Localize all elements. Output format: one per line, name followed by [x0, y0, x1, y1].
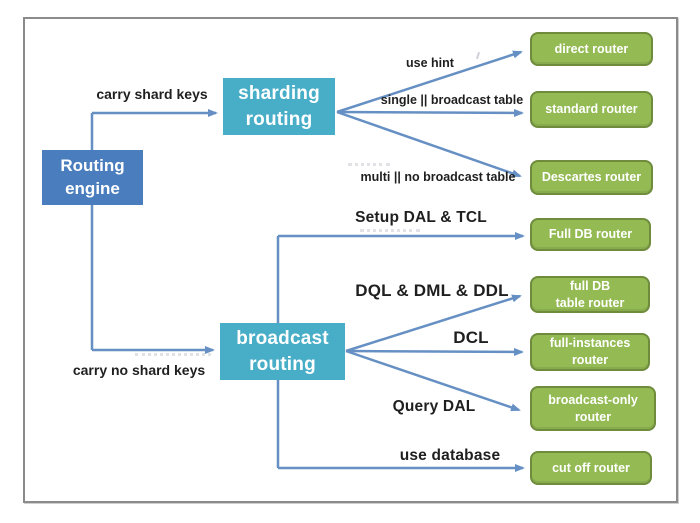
- edge-label-carry-no-shard-keys: carry no shard keys: [72, 362, 206, 378]
- edge-label-use-database: use database: [399, 447, 501, 464]
- node-sharding-routing-label: sharding routing: [238, 82, 320, 130]
- router-label: direct router: [554, 41, 629, 56]
- node-broadcast-routing-label: broadcast routing: [236, 327, 329, 375]
- node-cut-off-router: cut off router: [530, 451, 652, 485]
- edge-dcl: [345, 347, 524, 356]
- blur-artifact: [360, 229, 420, 232]
- router-label-line2: table router: [555, 295, 625, 310]
- blur-artifact: [348, 163, 390, 166]
- router-label-line1: full DB: [569, 278, 611, 293]
- node-sharding-routing: sharding routing: [223, 78, 335, 135]
- router-label-line1: full-instances: [549, 336, 631, 351]
- router-label: standard router: [545, 102, 638, 117]
- node-standard-router: standard router: [530, 91, 653, 128]
- node-full-instances-router: full-instances router: [530, 333, 650, 371]
- node-descartes-router: Descartes router: [530, 160, 653, 195]
- edge-dql-dml-ddl: [345, 294, 522, 353]
- edge-use-hint: [336, 50, 523, 114]
- edge-label-query-dal: Query DAL: [392, 398, 476, 415]
- router-label: Full DB router: [548, 227, 633, 242]
- edge-label-use-hint: use hint: [406, 56, 454, 70]
- node-routing-engine: Routing engine: [42, 150, 143, 205]
- node-full-db-router: Full DB router: [530, 218, 651, 251]
- node-broadcast-only-router: broadcast-only router: [530, 386, 656, 431]
- edge-multi-no-broadcast: [336, 110, 522, 178]
- diagram-frame: [23, 17, 678, 503]
- node-broadcast-routing: broadcast routing: [220, 323, 345, 380]
- edge-query-dal: [345, 349, 521, 412]
- router-label-line1: broadcast-only: [548, 392, 638, 407]
- edge-label-carry-shard-keys: carry shard keys: [96, 86, 208, 102]
- node-direct-router: direct router: [530, 32, 653, 66]
- node-routing-engine-label: Routing engine: [60, 155, 125, 198]
- blur-artifact: [135, 353, 211, 356]
- edge-single-broadcast: [336, 108, 524, 117]
- router-label: cut off router: [552, 460, 630, 475]
- router-label-line2: router: [574, 409, 612, 424]
- router-label: Descartes router: [541, 170, 642, 185]
- edge-label-single-broadcast: single || broadcast table: [380, 93, 524, 107]
- edge-label-dcl: DCL: [453, 328, 489, 347]
- router-label-line2: router: [571, 353, 609, 367]
- edge-label-dql-dml-ddl: DQL & DML & DDL: [355, 281, 509, 300]
- edge-label-setup-dal-tcl: Setup DAL & TCL: [355, 209, 487, 226]
- edge-label-multi-no-broadcast: multi || no broadcast table: [360, 170, 516, 184]
- node-full-db-table-router: full DB table router: [530, 276, 650, 313]
